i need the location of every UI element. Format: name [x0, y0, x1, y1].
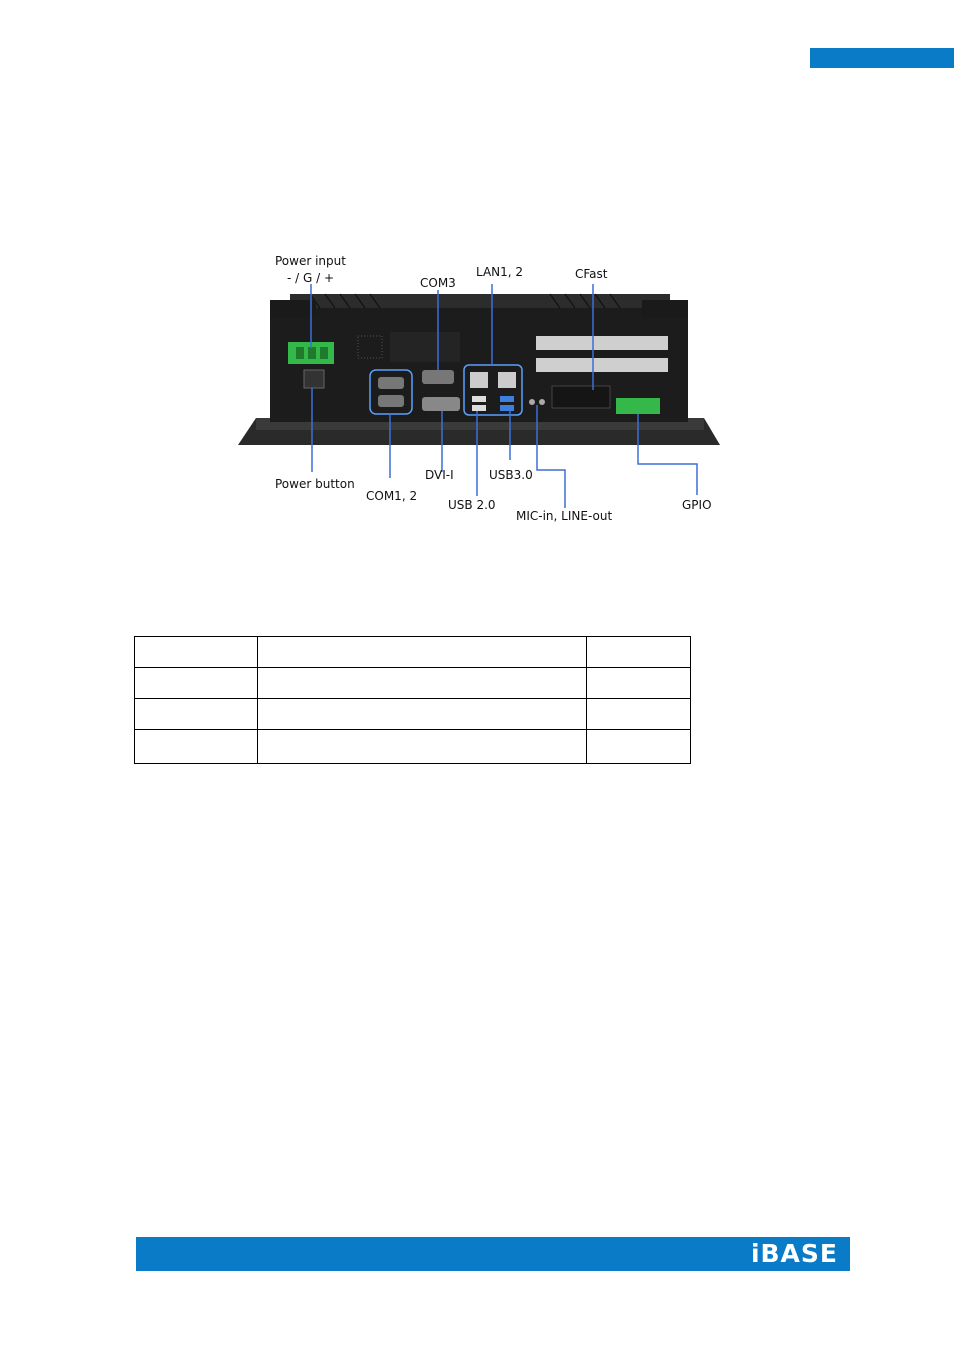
table-row: [134, 698, 691, 730]
vent-grid: [357, 332, 460, 362]
footer-bar: iBASE: [136, 1237, 850, 1271]
table-cell: [256, 636, 588, 668]
right-mount: [642, 300, 688, 318]
label-gpio: GPIO: [682, 498, 712, 512]
gpio-terminal: [616, 398, 660, 414]
usb20-port-a: [472, 396, 486, 402]
mic-jack: [529, 399, 535, 405]
dvi-port: [422, 397, 460, 411]
com12-highlight: [369, 369, 413, 415]
table-cell: [134, 636, 258, 668]
com3-port: [422, 370, 454, 384]
lan-usb-highlight: [463, 364, 523, 416]
label-power-polarity: - / G / +: [287, 271, 335, 285]
table-cell: [134, 667, 258, 699]
label-power-button: Power button: [275, 477, 355, 491]
label-lan: LAN1, 2: [476, 265, 524, 279]
table-row: [134, 636, 691, 668]
callout-lines: [310, 284, 698, 508]
cfast-cover: [551, 385, 611, 409]
device-illustration: [238, 284, 720, 508]
lan1-port: [470, 372, 488, 388]
table-row: [134, 667, 691, 699]
lan2-port: [498, 372, 516, 388]
usb30-port-a: [500, 396, 514, 402]
table-cell: [134, 729, 258, 764]
label-cfast: CFast: [575, 267, 608, 281]
left-mount: [270, 300, 316, 318]
table-cell: [586, 667, 691, 699]
table-cell: [256, 667, 588, 699]
expansion-slot-2: [536, 358, 668, 372]
table-cell: [586, 729, 691, 764]
spec-table: [134, 636, 691, 764]
label-usb30: USB3.0: [489, 468, 533, 482]
table-cell: [256, 729, 588, 764]
heatsink: [290, 294, 670, 308]
power-button-shape: [303, 369, 325, 389]
expansion-slot-1: [536, 336, 668, 350]
table-row: [134, 729, 691, 764]
table-cell: [586, 698, 691, 730]
label-com3: COM3: [420, 276, 456, 290]
label-mic-line: MIC-in, LINE-out: [516, 509, 613, 523]
ibase-logo: iBASE: [750, 1239, 838, 1268]
device-rear-view-figure: Power input - / G / + COM3 LAN1, 2 CFast…: [230, 250, 730, 530]
label-com12: COM1, 2: [366, 489, 418, 503]
usb20-port-b: [472, 405, 486, 411]
label-usb20: USB 2.0: [448, 498, 496, 512]
label-power-input: Power input: [275, 254, 346, 268]
usb30-port-b: [500, 405, 514, 411]
table-cell: [256, 698, 588, 730]
label-dvi: DVI-I: [425, 468, 454, 482]
heatsink-fins: [309, 293, 621, 309]
line-jack: [539, 399, 545, 405]
header-accent-bar: [810, 48, 954, 68]
table-cell: [586, 636, 691, 668]
table-cell: [134, 698, 258, 730]
